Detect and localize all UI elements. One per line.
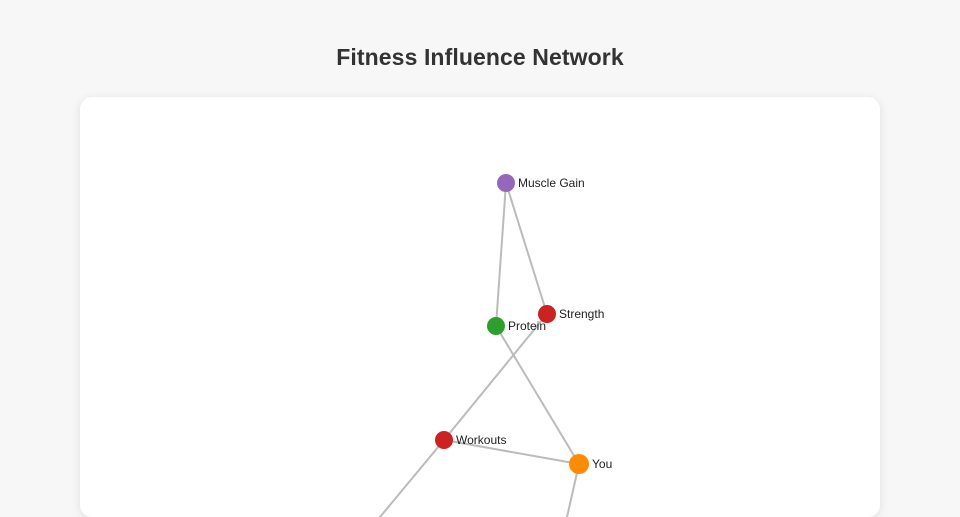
graph-node-you[interactable]: You [569,454,612,474]
graph-node-muscle-gain[interactable]: Muscle Gain [497,174,585,192]
graph-edge [505,182,548,315]
graph-node-workouts[interactable]: Workouts [435,431,506,449]
node-circle-you[interactable] [569,454,589,474]
graph-edge [379,439,445,517]
graph-edge [495,325,580,465]
node-circle-strength[interactable] [538,305,556,323]
node-label-workouts: Workouts [456,433,506,447]
graph-node-protein[interactable]: Protein [487,317,546,335]
node-circle-protein[interactable] [487,317,505,335]
graph-edge [443,439,580,465]
page-title: Fitness Influence Network [336,44,624,70]
node-label-you: You [592,457,612,471]
node-circle-workouts[interactable] [435,431,453,449]
node-label-strength: Strength [559,307,604,321]
graph-edges-layer [379,182,580,517]
graph-edge [495,182,507,327]
node-label-muscle-gain: Muscle Gain [518,176,585,190]
graph-edge [443,313,548,441]
node-label-protein: Protein [508,319,546,333]
graph-node-strength[interactable]: Strength [538,305,604,323]
node-circle-muscle-gain[interactable] [497,174,515,192]
